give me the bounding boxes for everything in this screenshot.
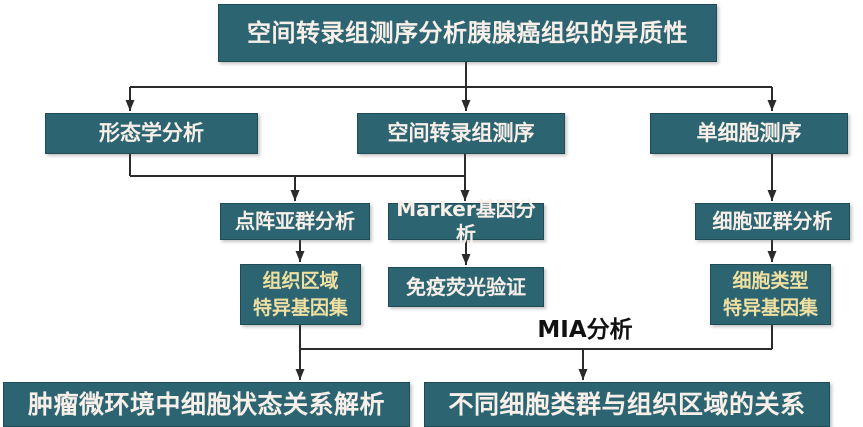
title-text: 空间转录组测序分析胰腺癌组织的异质性 bbox=[247, 19, 688, 47]
marker-gene-text: Marker基因分析 bbox=[396, 196, 536, 246]
immunofluorescence-box: 免疫荧光验证 bbox=[388, 267, 544, 307]
spot-subgroup-text: 点阵亚群分析 bbox=[235, 209, 355, 233]
marker-gene-box: Marker基因分析 bbox=[388, 197, 544, 246]
celltype-region-relation-box: 不同细胞类群与组织区域的关系 bbox=[424, 382, 830, 427]
spatial-seq-box: 空间转录组测序 bbox=[357, 113, 565, 154]
immunofluorescence-text: 免疫荧光验证 bbox=[406, 274, 526, 299]
cell-subgroup-box: 细胞亚群分析 bbox=[695, 203, 850, 240]
single-cell-seq-text: 单细胞测序 bbox=[696, 121, 802, 146]
mia-analysis-label: MIA分析 bbox=[537, 317, 633, 343]
cell-type-geneset-line1: 细胞类型 bbox=[732, 269, 809, 292]
spatial-seq-text: 空间转录组测序 bbox=[387, 121, 535, 146]
flow-edges bbox=[125, 62, 777, 380]
cell-subgroup-text: 细胞亚群分析 bbox=[712, 209, 833, 233]
morphology-text: 形态学分析 bbox=[99, 121, 204, 146]
morphology-box: 形态学分析 bbox=[45, 113, 258, 154]
tissue-region-geneset-line1: 组织区域 bbox=[262, 269, 339, 292]
tissue-region-geneset-line2: 特异基因集 bbox=[252, 296, 348, 319]
title-box: 空间转录组测序分析胰腺癌组织的异质性 bbox=[218, 4, 717, 62]
tumor-microenv-box: 肿瘤微环境中细胞状态关系解析 bbox=[3, 382, 410, 427]
cell-type-geneset-box: 细胞类型 特异基因集 bbox=[710, 264, 831, 325]
spot-subgroup-box: 点阵亚群分析 bbox=[220, 203, 370, 240]
tumor-microenv-text: 肿瘤微环境中细胞状态关系解析 bbox=[27, 389, 385, 419]
celltype-region-relation-text: 不同细胞类群与组织区域的关系 bbox=[448, 389, 806, 419]
cell-type-geneset-line2: 特异基因集 bbox=[722, 296, 818, 319]
tissue-region-geneset-box: 组织区域 特异基因集 bbox=[240, 264, 361, 325]
single-cell-seq-box: 单细胞测序 bbox=[650, 113, 848, 154]
